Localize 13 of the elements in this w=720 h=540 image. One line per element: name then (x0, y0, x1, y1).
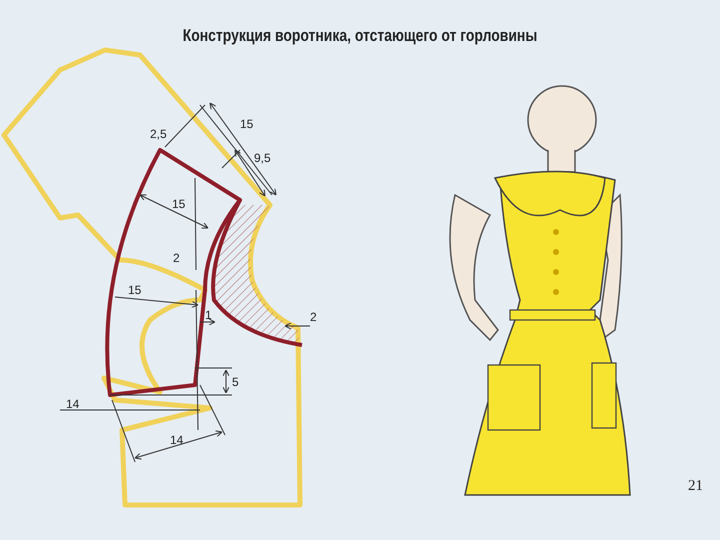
dimension-value: 14 (170, 434, 184, 446)
title: Конструкция воротника, отстающего от горловины (182, 26, 538, 46)
dimension-value: 5 (232, 376, 239, 388)
dimension-value: 14 (66, 398, 80, 410)
dimension-value: 2 (310, 311, 317, 323)
dimension-value: 15 (240, 118, 254, 130)
dimension-value: 2 (173, 252, 180, 264)
dimension-value: 2,5 (150, 128, 167, 140)
page-number: 21 (688, 480, 703, 492)
dimension-value: 15 (128, 284, 142, 296)
dimension-value: 15 (172, 198, 186, 210)
dimension-value: 1 (205, 309, 212, 321)
dimension-value: 9,5 (254, 152, 271, 164)
